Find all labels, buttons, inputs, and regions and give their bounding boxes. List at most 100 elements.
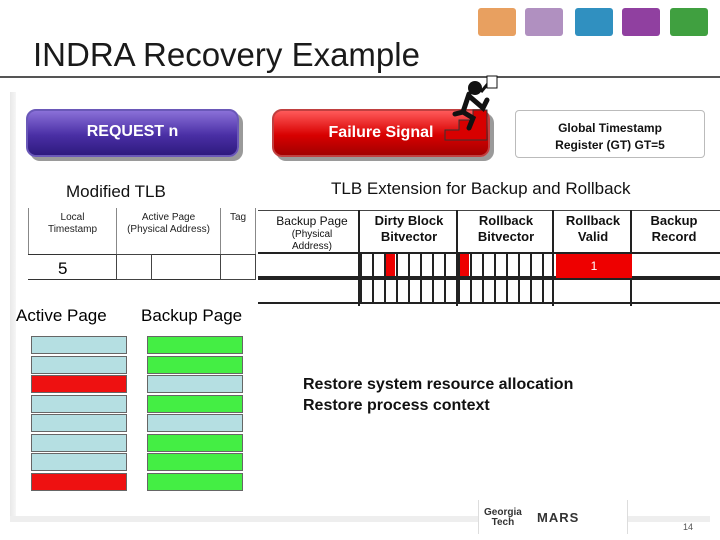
footer-logo xyxy=(478,500,628,534)
backup-record-header: Backup Record xyxy=(634,210,714,254)
backup-page-line-2: (Physical xyxy=(291,229,333,240)
bit-cell xyxy=(458,280,469,302)
restore-line-2: Restore process context xyxy=(303,397,490,414)
bit-cell xyxy=(420,280,431,302)
bit-cell xyxy=(506,254,517,276)
active-page-block xyxy=(31,453,127,471)
gt-line-2: Register (GT) GT=5 xyxy=(555,138,665,152)
local-timestamp-line-1: Local xyxy=(60,212,85,223)
backup-page-block xyxy=(147,453,243,471)
bit-cell xyxy=(518,254,529,276)
georgia-tech-logo: Georgia Tech xyxy=(484,508,522,528)
rollback-valid-line-1: Rollback xyxy=(565,213,621,228)
request-label: REQUEST n xyxy=(86,123,179,140)
local-timestamp-header: Local Timestamp xyxy=(28,208,116,254)
dirty-block-line-1: Dirty Block xyxy=(374,213,444,228)
rollback-line-1: Rollback xyxy=(478,213,534,228)
backup-page-block xyxy=(147,336,243,354)
bit-cell xyxy=(542,254,553,276)
bit-cell xyxy=(470,280,481,302)
tlb-extension-label: TLB Extension for Backup and Rollback xyxy=(331,179,631,198)
logo-line-1: Georgia xyxy=(484,507,522,518)
global-timestamp-box: Global Timestamp Register (GT) GT=5 xyxy=(515,110,705,158)
rollback-valid-cell: 1 xyxy=(556,254,632,278)
thumb-1 xyxy=(478,8,516,36)
col-divider xyxy=(358,210,360,306)
bit-cell xyxy=(542,280,553,302)
bit-cell xyxy=(420,254,431,276)
active-page-block xyxy=(31,355,127,374)
backup-record-line-2: Record xyxy=(651,229,697,244)
backup-page-line-1: Backup Page xyxy=(276,214,348,228)
col-divider xyxy=(456,210,458,306)
modified-tlb-label: Modified TLB xyxy=(66,182,166,201)
active-page-header: Active Page (Physical Address) xyxy=(116,208,220,254)
tag-header: Tag xyxy=(220,208,256,254)
bit-cell xyxy=(408,280,419,302)
extension-row-2 xyxy=(258,278,720,304)
rollback-valid-line-2: Valid xyxy=(577,229,609,244)
backup-page-block xyxy=(147,375,243,393)
backup-page-block xyxy=(147,433,243,452)
extension-header-row xyxy=(258,210,720,254)
backup-page-block xyxy=(147,414,243,432)
bit-cell xyxy=(530,254,541,276)
bit-cell xyxy=(444,280,455,302)
bit-cell xyxy=(396,254,407,276)
bit-cell xyxy=(384,280,395,302)
bit-cell xyxy=(372,280,383,302)
rollback-line-2: Bitvector xyxy=(477,229,535,244)
frame-bottom-border xyxy=(10,516,710,522)
active-page-block xyxy=(31,472,127,491)
slide-title: INDRA Recovery Example xyxy=(33,36,420,73)
tag-label: Tag xyxy=(229,212,247,223)
bit-cell xyxy=(506,280,517,302)
mars-logo: MARS xyxy=(537,510,580,525)
header-divider xyxy=(0,76,720,78)
bit-cell xyxy=(494,254,505,276)
failure-label: Failure Signal xyxy=(328,124,434,141)
bit-cell xyxy=(482,254,493,276)
active-page-block xyxy=(31,375,127,393)
person-on-stairs-illustration xyxy=(444,75,498,141)
bit-cell xyxy=(444,254,455,276)
tag-cell xyxy=(220,254,256,280)
active-page-label: Active Page xyxy=(16,306,107,325)
backup-record-line-1: Backup xyxy=(650,213,698,228)
backup-page-header: Backup Page (Physical Address) xyxy=(266,210,358,254)
backup-page-label: Backup Page xyxy=(141,306,243,325)
rollback-bitvector-header: Rollback Bitvector xyxy=(460,210,552,254)
active-page-block xyxy=(31,336,127,354)
col-divider xyxy=(552,210,554,306)
active-page-cell xyxy=(116,254,152,280)
request-box: REQUEST n xyxy=(26,109,239,157)
backup-page-block xyxy=(147,355,243,374)
restore-text: Restore system resource allocation Resto… xyxy=(303,374,573,416)
active-page-block xyxy=(31,414,127,432)
thumb-4 xyxy=(622,8,660,36)
dirty-block-header: Dirty Block Bitvector xyxy=(362,210,456,254)
backup-page-line-3: Address) xyxy=(291,241,332,252)
rollback-valid-header: Rollback Valid xyxy=(556,210,630,254)
thumb-2 xyxy=(525,8,563,36)
bit-cell xyxy=(396,280,407,302)
backup-page-block xyxy=(147,394,243,413)
backup-page-block xyxy=(147,472,243,491)
dirty-block-line-2: Bitvector xyxy=(380,229,438,244)
gt-line-1: Global Timestamp xyxy=(558,121,662,135)
extension-row-1 xyxy=(258,252,720,278)
dirty-bit-set xyxy=(384,254,395,276)
active-page-block xyxy=(31,394,127,413)
active-page-line-2: (Physical Address) xyxy=(127,224,210,235)
bit-cell xyxy=(432,254,443,276)
bit-cell xyxy=(432,280,443,302)
local-timestamp-line-2: Timestamp xyxy=(47,224,98,235)
bit-cell xyxy=(360,280,371,302)
active-page-block xyxy=(31,433,127,452)
logo-line-2: Tech xyxy=(491,517,515,528)
page-number: 14 xyxy=(683,522,694,532)
frame-left-border xyxy=(10,92,16,522)
bit-cell xyxy=(530,280,541,302)
thumb-5 xyxy=(670,8,708,36)
bit-cell xyxy=(408,254,419,276)
